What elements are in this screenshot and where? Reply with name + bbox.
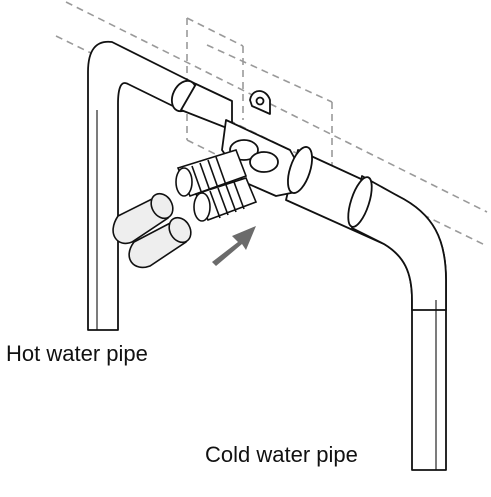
arrow-up-right-icon — [212, 226, 256, 266]
cap-upper — [112, 192, 174, 245]
cold-water-pipe-label: Cold water pipe — [205, 442, 358, 467]
protective-caps — [112, 192, 192, 269]
connector-lower — [193, 177, 258, 222]
hot-water-pipe-label: Hot water pipe — [6, 341, 148, 366]
threaded-connectors — [175, 149, 258, 222]
connector-upper — [175, 149, 248, 198]
cold-water-pipe — [285, 149, 447, 471]
cap-lower — [128, 216, 192, 269]
guide-lines — [55, 1, 488, 247]
